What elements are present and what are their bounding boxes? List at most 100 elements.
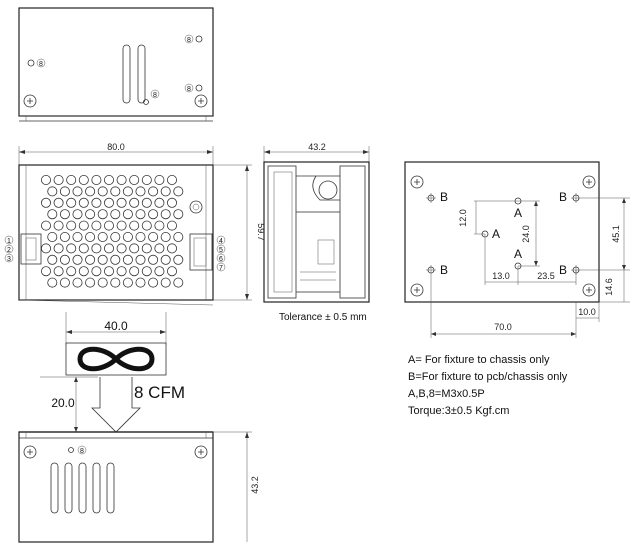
vent-hole bbox=[141, 197, 152, 208]
vent-hole bbox=[41, 197, 52, 208]
vent-hole bbox=[110, 254, 121, 265]
vent-hole bbox=[154, 197, 165, 208]
vent-hole bbox=[66, 197, 77, 208]
svg-text:B: B bbox=[440, 190, 448, 204]
vent-hole bbox=[53, 266, 64, 277]
svg-text:2: 2 bbox=[7, 247, 11, 254]
output-pin-4: 4 bbox=[216, 235, 226, 245]
vent-hole-grid bbox=[41, 174, 184, 288]
input-pin-3: 3 bbox=[4, 253, 14, 263]
screw-icon bbox=[582, 283, 596, 297]
vent-hole bbox=[173, 254, 184, 265]
vent-hole bbox=[47, 209, 58, 220]
screw-icon bbox=[23, 445, 37, 459]
note-torque: Torque:3±0.5 Kgf.cm bbox=[408, 405, 510, 417]
note-hole-b: B=For fixture to pcb/chassis only bbox=[408, 371, 568, 383]
vent-hole bbox=[110, 186, 121, 197]
screw-icon bbox=[410, 283, 424, 297]
vent-hole bbox=[148, 277, 159, 288]
vent-hole bbox=[116, 243, 127, 254]
vent-hole bbox=[129, 243, 140, 254]
top-view: 8 8 8 8 bbox=[18, 7, 214, 122]
vent-hole bbox=[160, 277, 171, 288]
vent-hole bbox=[53, 220, 64, 231]
vent-hole bbox=[173, 209, 184, 220]
vent-hole bbox=[135, 231, 146, 242]
vent-hole bbox=[135, 254, 146, 265]
dim-fan-width: 40.0 bbox=[104, 319, 128, 333]
vent-hole bbox=[122, 186, 133, 197]
vent-hole bbox=[91, 266, 102, 277]
vent-hole bbox=[141, 266, 152, 277]
vent-hole bbox=[97, 254, 108, 265]
hole-a: A bbox=[514, 197, 522, 220]
screw-mark-icon: 8 bbox=[184, 83, 194, 93]
vent-hole bbox=[47, 231, 58, 242]
airflow-diagram: 40.0 8 CFM 20.0 bbox=[40, 312, 185, 433]
vent-hole bbox=[135, 277, 146, 288]
vent-hole bbox=[148, 186, 159, 197]
vent-hole bbox=[97, 186, 108, 197]
vent-hole bbox=[53, 197, 64, 208]
vent-hole bbox=[116, 220, 127, 231]
vent-hole bbox=[154, 174, 165, 185]
vent-hole bbox=[85, 209, 96, 220]
screw-mark-icon: 8 bbox=[184, 34, 194, 44]
vent-hole bbox=[104, 197, 115, 208]
vent-hole bbox=[166, 220, 177, 231]
vent-hole bbox=[135, 209, 146, 220]
vent-hole bbox=[173, 277, 184, 288]
svg-text:8: 8 bbox=[153, 92, 157, 99]
vent-hole bbox=[154, 243, 165, 254]
svg-text:1: 1 bbox=[7, 238, 11, 245]
vent-hole bbox=[41, 266, 52, 277]
vent-hole bbox=[141, 174, 152, 185]
vent-hole bbox=[141, 220, 152, 231]
output-pin-6: 6 bbox=[216, 253, 226, 263]
vent-hole bbox=[148, 231, 159, 242]
vent-hole bbox=[53, 174, 64, 185]
vent-hole bbox=[72, 186, 83, 197]
vent-hole bbox=[97, 277, 108, 288]
input-connector bbox=[20, 233, 42, 265]
dim-side-depth: 43.2 bbox=[308, 142, 326, 152]
dim-hole-b-offset-y: 14.6 bbox=[604, 278, 614, 296]
svg-text:3: 3 bbox=[7, 256, 11, 263]
vent-hole bbox=[78, 266, 89, 277]
vent-hole bbox=[166, 197, 177, 208]
output-connector bbox=[189, 233, 213, 271]
vent-hole bbox=[78, 243, 89, 254]
screw-icon bbox=[194, 445, 208, 459]
output-pin-5: 5 bbox=[216, 244, 226, 254]
dim-bottom-height: 43.2 bbox=[250, 476, 260, 494]
airflow-rating: 8 CFM bbox=[134, 383, 185, 402]
vent-hole bbox=[66, 243, 77, 254]
vent-hole bbox=[85, 186, 96, 197]
svg-text:7: 7 bbox=[219, 265, 223, 272]
vent-hole bbox=[97, 231, 108, 242]
vent-hole bbox=[41, 243, 52, 254]
svg-text:8: 8 bbox=[187, 37, 191, 44]
vent-hole bbox=[85, 277, 96, 288]
svg-text:A: A bbox=[514, 206, 522, 220]
vent-hole bbox=[141, 243, 152, 254]
svg-text:B: B bbox=[559, 190, 567, 204]
vent-hole bbox=[91, 220, 102, 231]
screw-mark-icon: 8 bbox=[77, 445, 87, 455]
screw-icon bbox=[194, 94, 208, 108]
bottom-view: 8 43.2 bbox=[18, 431, 260, 543]
screw-mark-icon: 8 bbox=[36, 58, 46, 68]
svg-text:8: 8 bbox=[80, 448, 84, 455]
vent-hole bbox=[47, 277, 58, 288]
vent-hole bbox=[173, 186, 184, 197]
vent-hole bbox=[91, 243, 102, 254]
vent-hole bbox=[59, 186, 70, 197]
hole-pattern-view: B B B B A A A bbox=[404, 161, 630, 338]
vent-hole bbox=[97, 209, 108, 220]
vent-hole bbox=[72, 277, 83, 288]
svg-text:A: A bbox=[492, 227, 500, 241]
vent-hole bbox=[78, 220, 89, 231]
vent-hole bbox=[160, 231, 171, 242]
vent-hole bbox=[104, 243, 115, 254]
vent-hole bbox=[41, 174, 52, 185]
